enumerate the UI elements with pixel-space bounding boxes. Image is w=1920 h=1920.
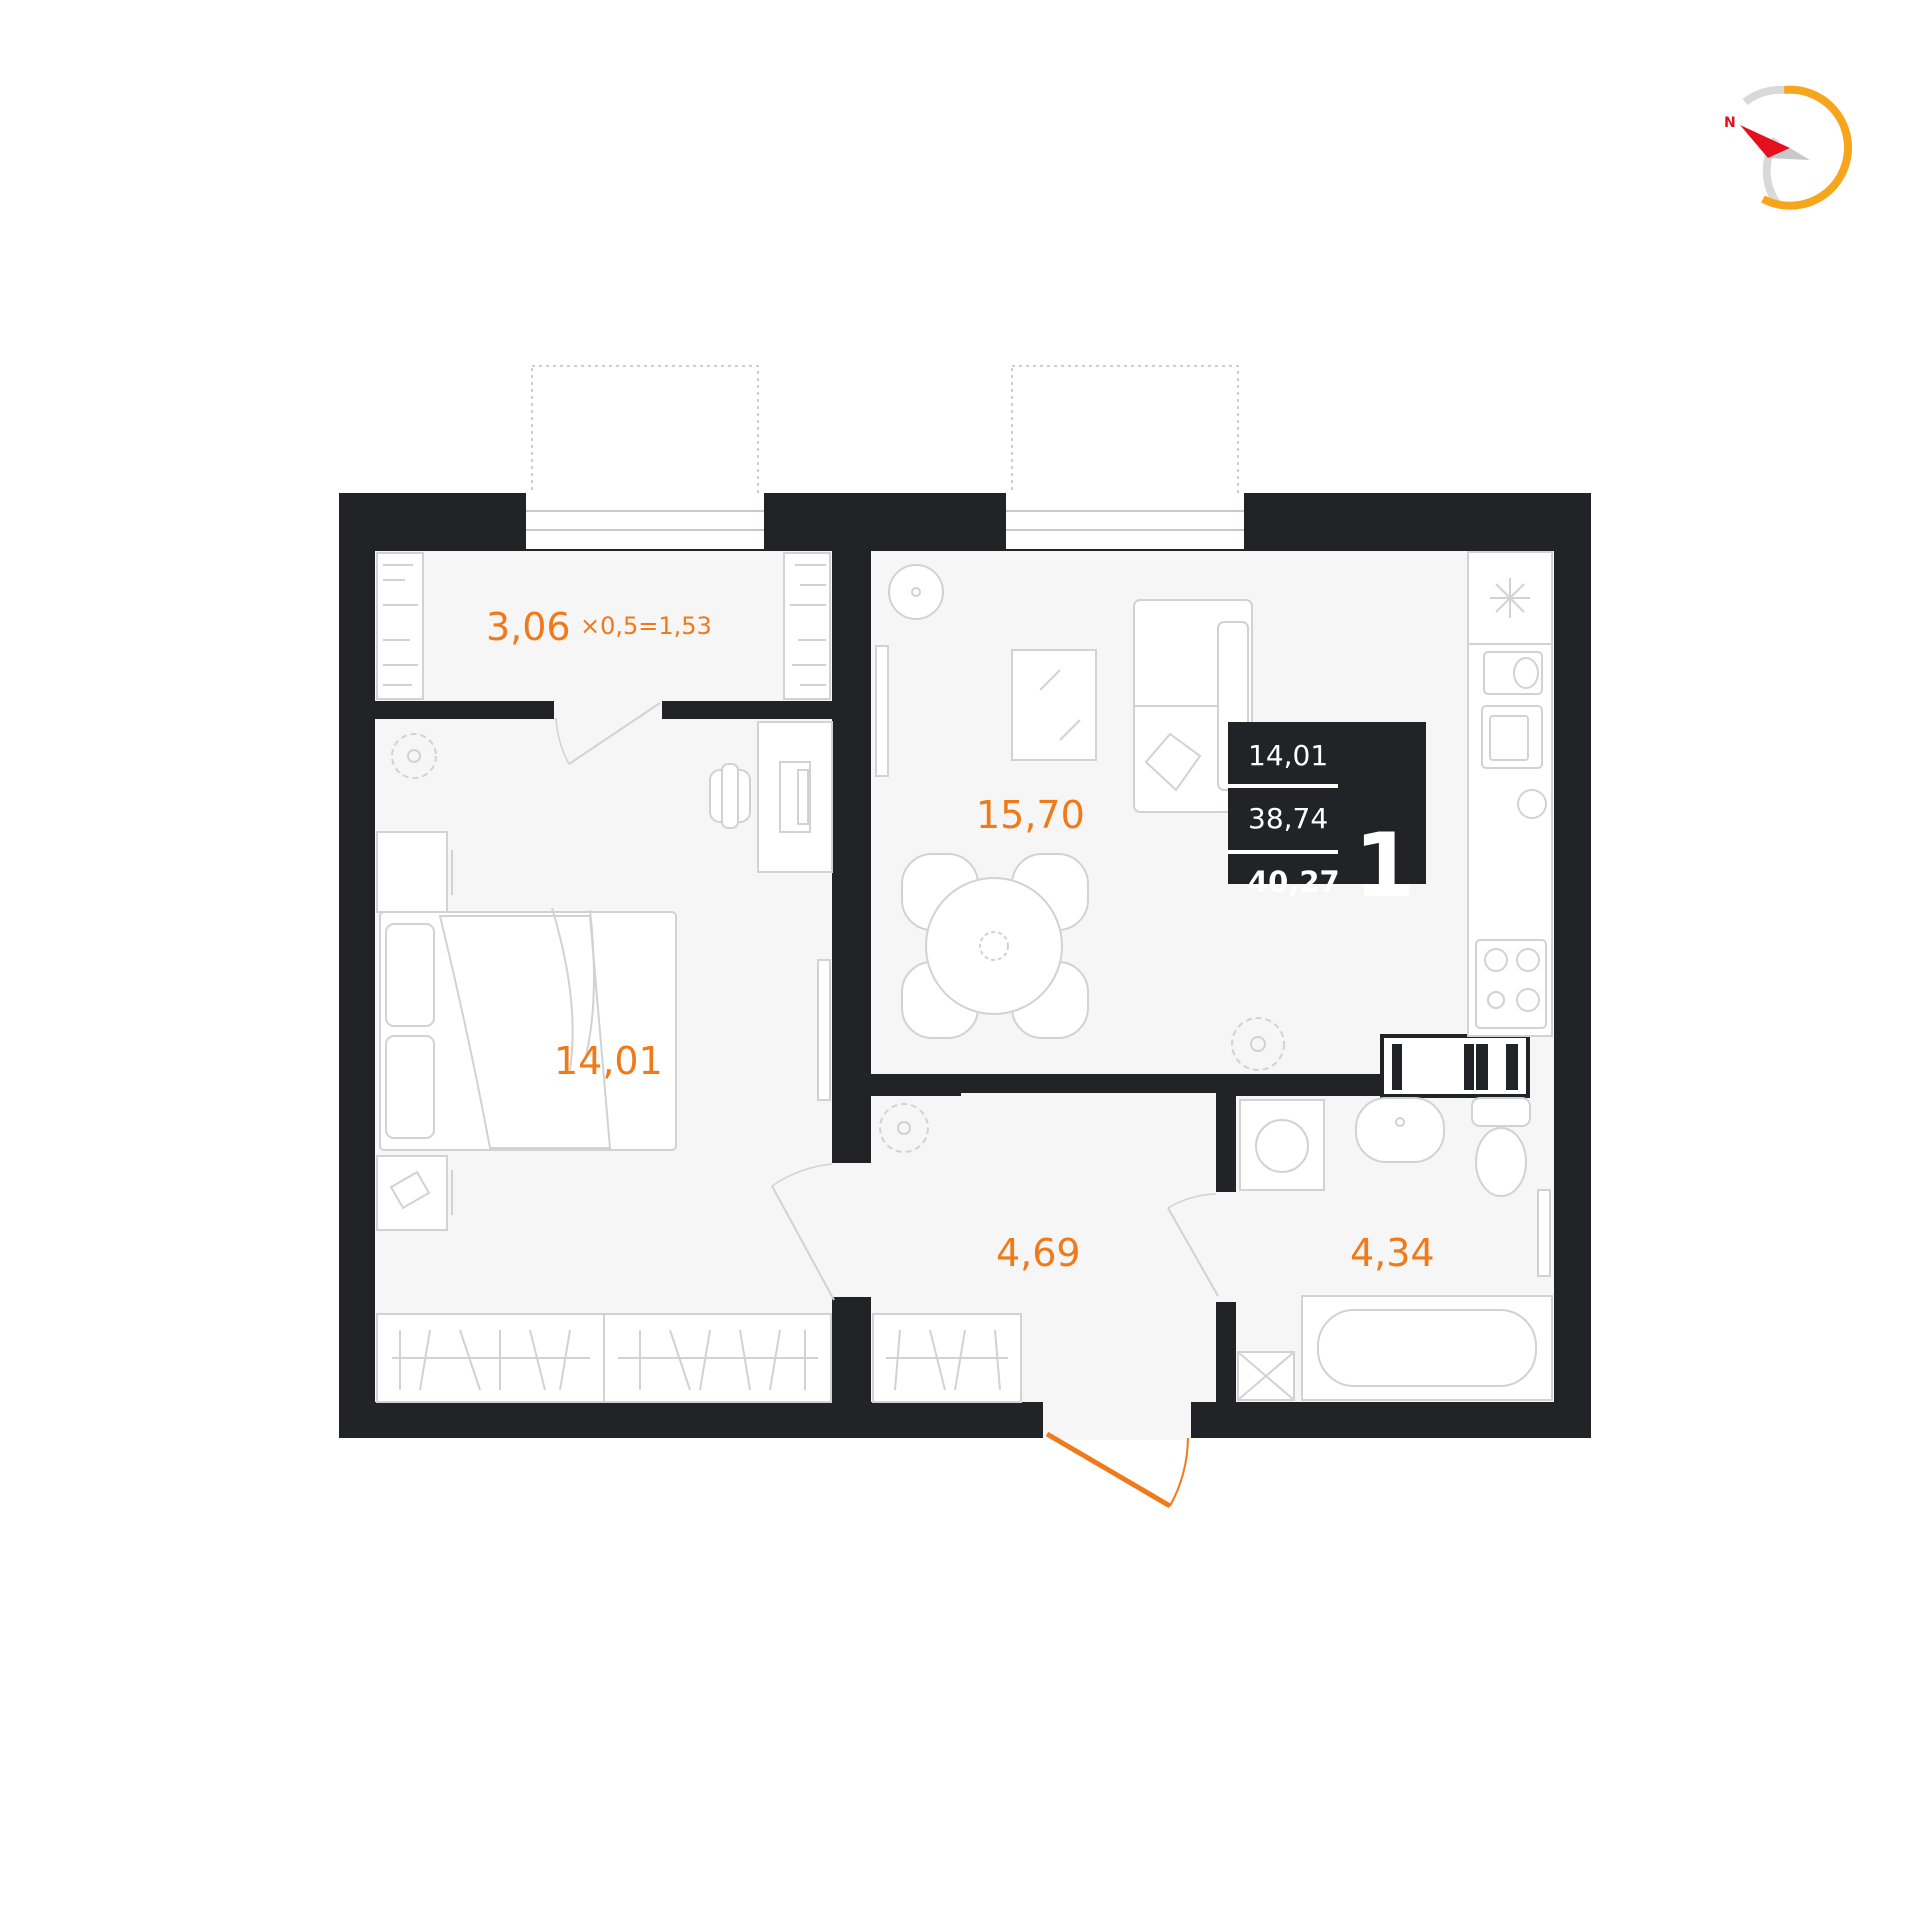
- bathtub: [1301, 1295, 1553, 1401]
- cooktop: [1475, 939, 1547, 1029]
- desk: [709, 721, 833, 873]
- coffee-machine: [1483, 651, 1543, 695]
- floor-lamp: [888, 564, 944, 620]
- towel-rail: [1537, 1189, 1551, 1277]
- wall-panel: [875, 645, 889, 777]
- sofa: [1133, 599, 1253, 813]
- balcony-outline: [531, 365, 1239, 497]
- door: [555, 702, 1219, 1301]
- entrance-door: [1045, 1431, 1189, 1509]
- wall-mirror: [817, 959, 831, 1101]
- tv-stand: [1011, 649, 1097, 761]
- svg-text:N: N: [1724, 115, 1736, 131]
- plant-icon: [391, 733, 437, 779]
- laundry-basket: [1237, 1351, 1295, 1401]
- living-kitchen-area-label: 15,70: [976, 793, 1085, 837]
- wardrobe: [376, 1313, 832, 1403]
- dining-table: [901, 853, 1089, 1039]
- kitchen-sink: [1481, 705, 1543, 769]
- kettle: [1517, 789, 1547, 819]
- balcony-area-label: 3,06: [486, 605, 571, 649]
- balcony-coef-label: ×0,5=1,53: [580, 612, 712, 640]
- bathroom-sink: [1355, 1097, 1445, 1163]
- nightstand: [376, 831, 453, 1231]
- snowflake-icon: [1467, 551, 1553, 645]
- bedroom-area-label: 14,01: [554, 1039, 663, 1083]
- hallway-area-label: 4,69: [996, 1231, 1081, 1275]
- plant-icon: [879, 1103, 929, 1153]
- window: [526, 493, 1244, 549]
- area-without-balcony-value: 38,74: [1248, 802, 1328, 835]
- living-area-value: 14,01: [1248, 739, 1328, 772]
- vent-shaft: [1380, 1034, 1530, 1098]
- toilet: [1471, 1097, 1531, 1197]
- compass-icon: N: [1724, 85, 1853, 210]
- area-info-box: 14,01 38,74 40,27 1: [1228, 722, 1426, 917]
- bathroom-area-label: 4,34: [1350, 1231, 1435, 1275]
- hallway-wardrobe: [872, 1313, 1022, 1403]
- washing-machine: [1239, 1099, 1325, 1191]
- total-area-value: 40,27: [1248, 865, 1340, 899]
- balcony-shelves: [376, 552, 831, 700]
- rooms-count: 1: [1354, 814, 1415, 917]
- bed: [379, 907, 677, 1151]
- plant-icon: [1231, 1017, 1285, 1071]
